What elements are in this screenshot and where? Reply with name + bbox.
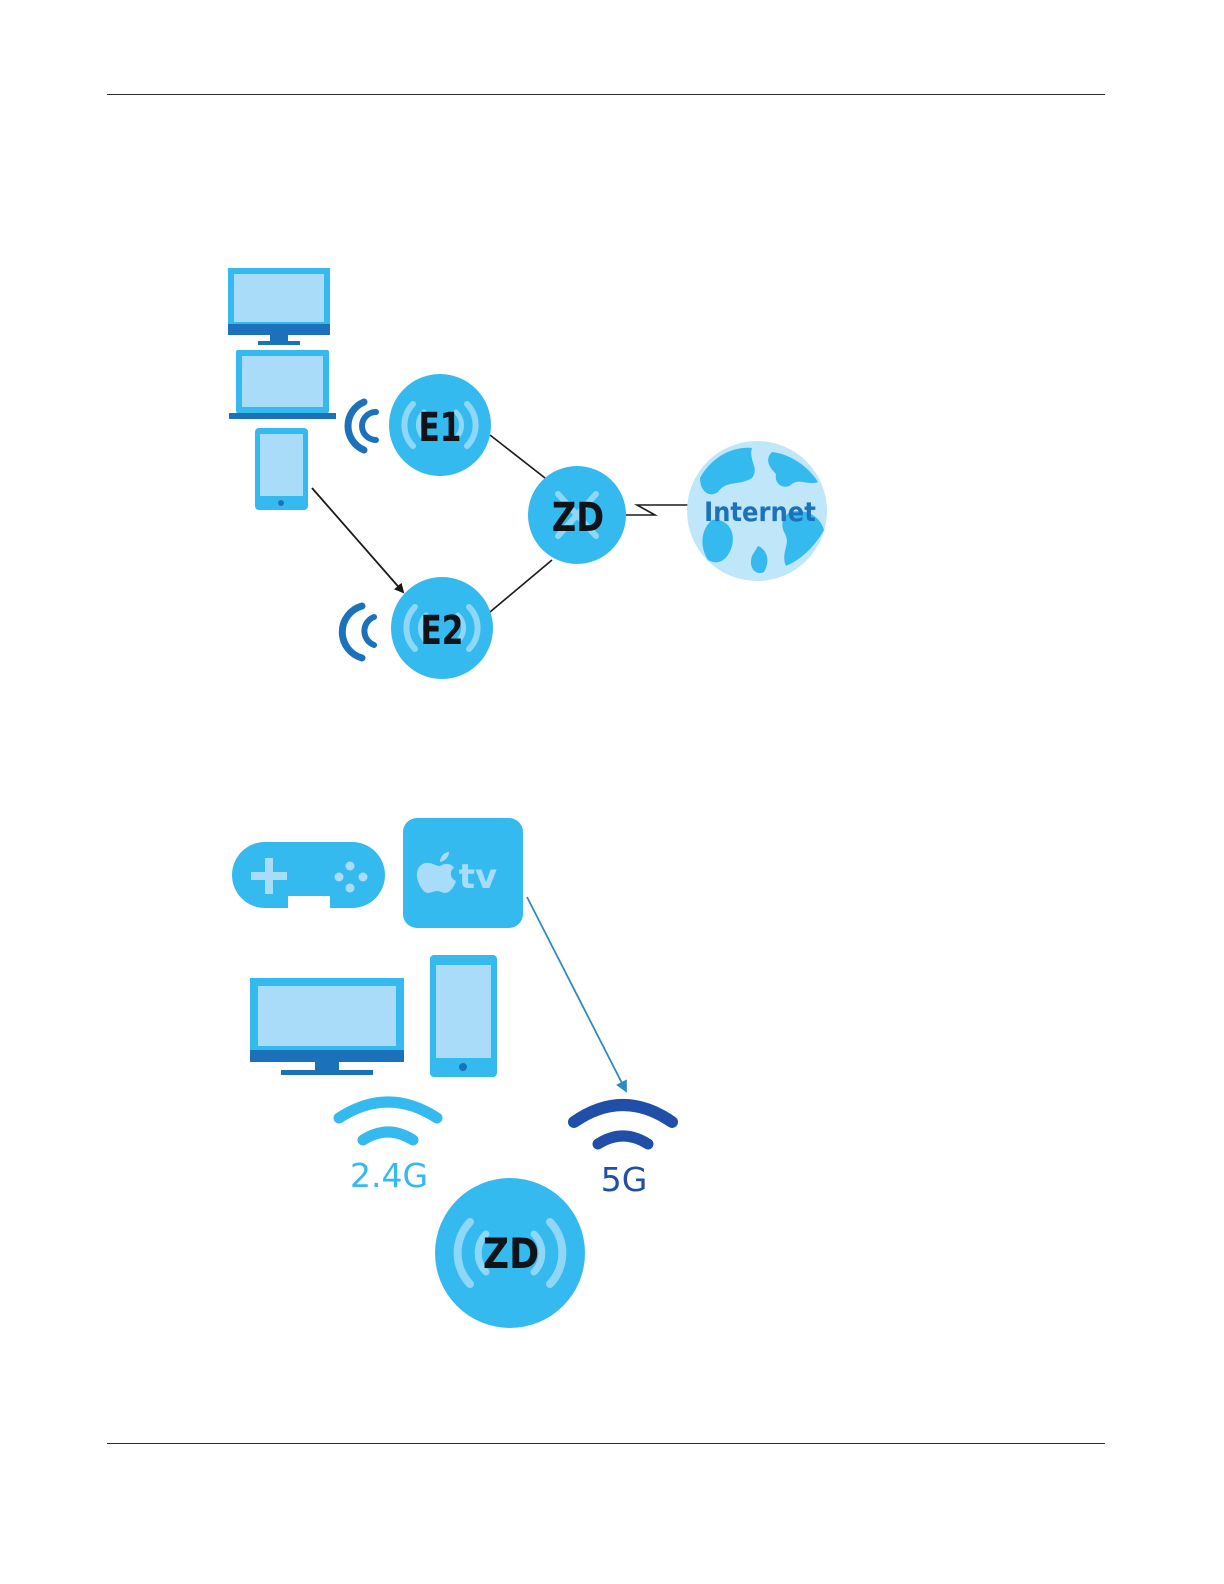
band-24g-wifi-icon <box>339 1102 437 1140</box>
node-e1: E1 <box>389 374 491 476</box>
appletv-label: tv <box>459 857 497 897</box>
internet-globe-icon: Internet <box>687 441 827 581</box>
e2-signal-icon <box>342 606 374 658</box>
gamepad-icon <box>232 842 385 910</box>
node-zd: ZD <box>528 466 626 564</box>
monitor-icon <box>228 268 330 345</box>
link-e1-zd <box>490 435 545 478</box>
tablet-icon <box>255 428 308 510</box>
link-zd-internet <box>626 505 688 515</box>
node-zd-router: ZD <box>435 1178 585 1328</box>
band-5g-wifi-icon <box>574 1105 672 1144</box>
internet-label: Internet <box>704 497 816 529</box>
node-zd-label: ZD <box>552 494 604 541</box>
node-e2: E2 <box>391 577 493 679</box>
roaming-arrow <box>312 488 403 592</box>
band-5g-label: 5G <box>601 1160 648 1199</box>
link-e2-zd <box>490 560 552 612</box>
e1-signal-icon <box>348 402 376 450</box>
router-zd-label: ZD <box>483 1230 539 1278</box>
roaming-diagram: E1 E2 ZD <box>228 268 827 679</box>
apple-tv-icon: tv <box>403 818 523 928</box>
band-steering-diagram: tv 2.4G 5G <box>232 818 672 1328</box>
band-steering-arrow <box>527 897 626 1091</box>
monitor-icon <box>250 978 404 1075</box>
node-e2-label: E2 <box>420 608 463 654</box>
node-e1-label: E1 <box>418 405 461 451</box>
phone-icon <box>430 955 497 1077</box>
band-24g-label: 2.4G <box>350 1156 428 1195</box>
laptop-icon <box>229 350 336 419</box>
